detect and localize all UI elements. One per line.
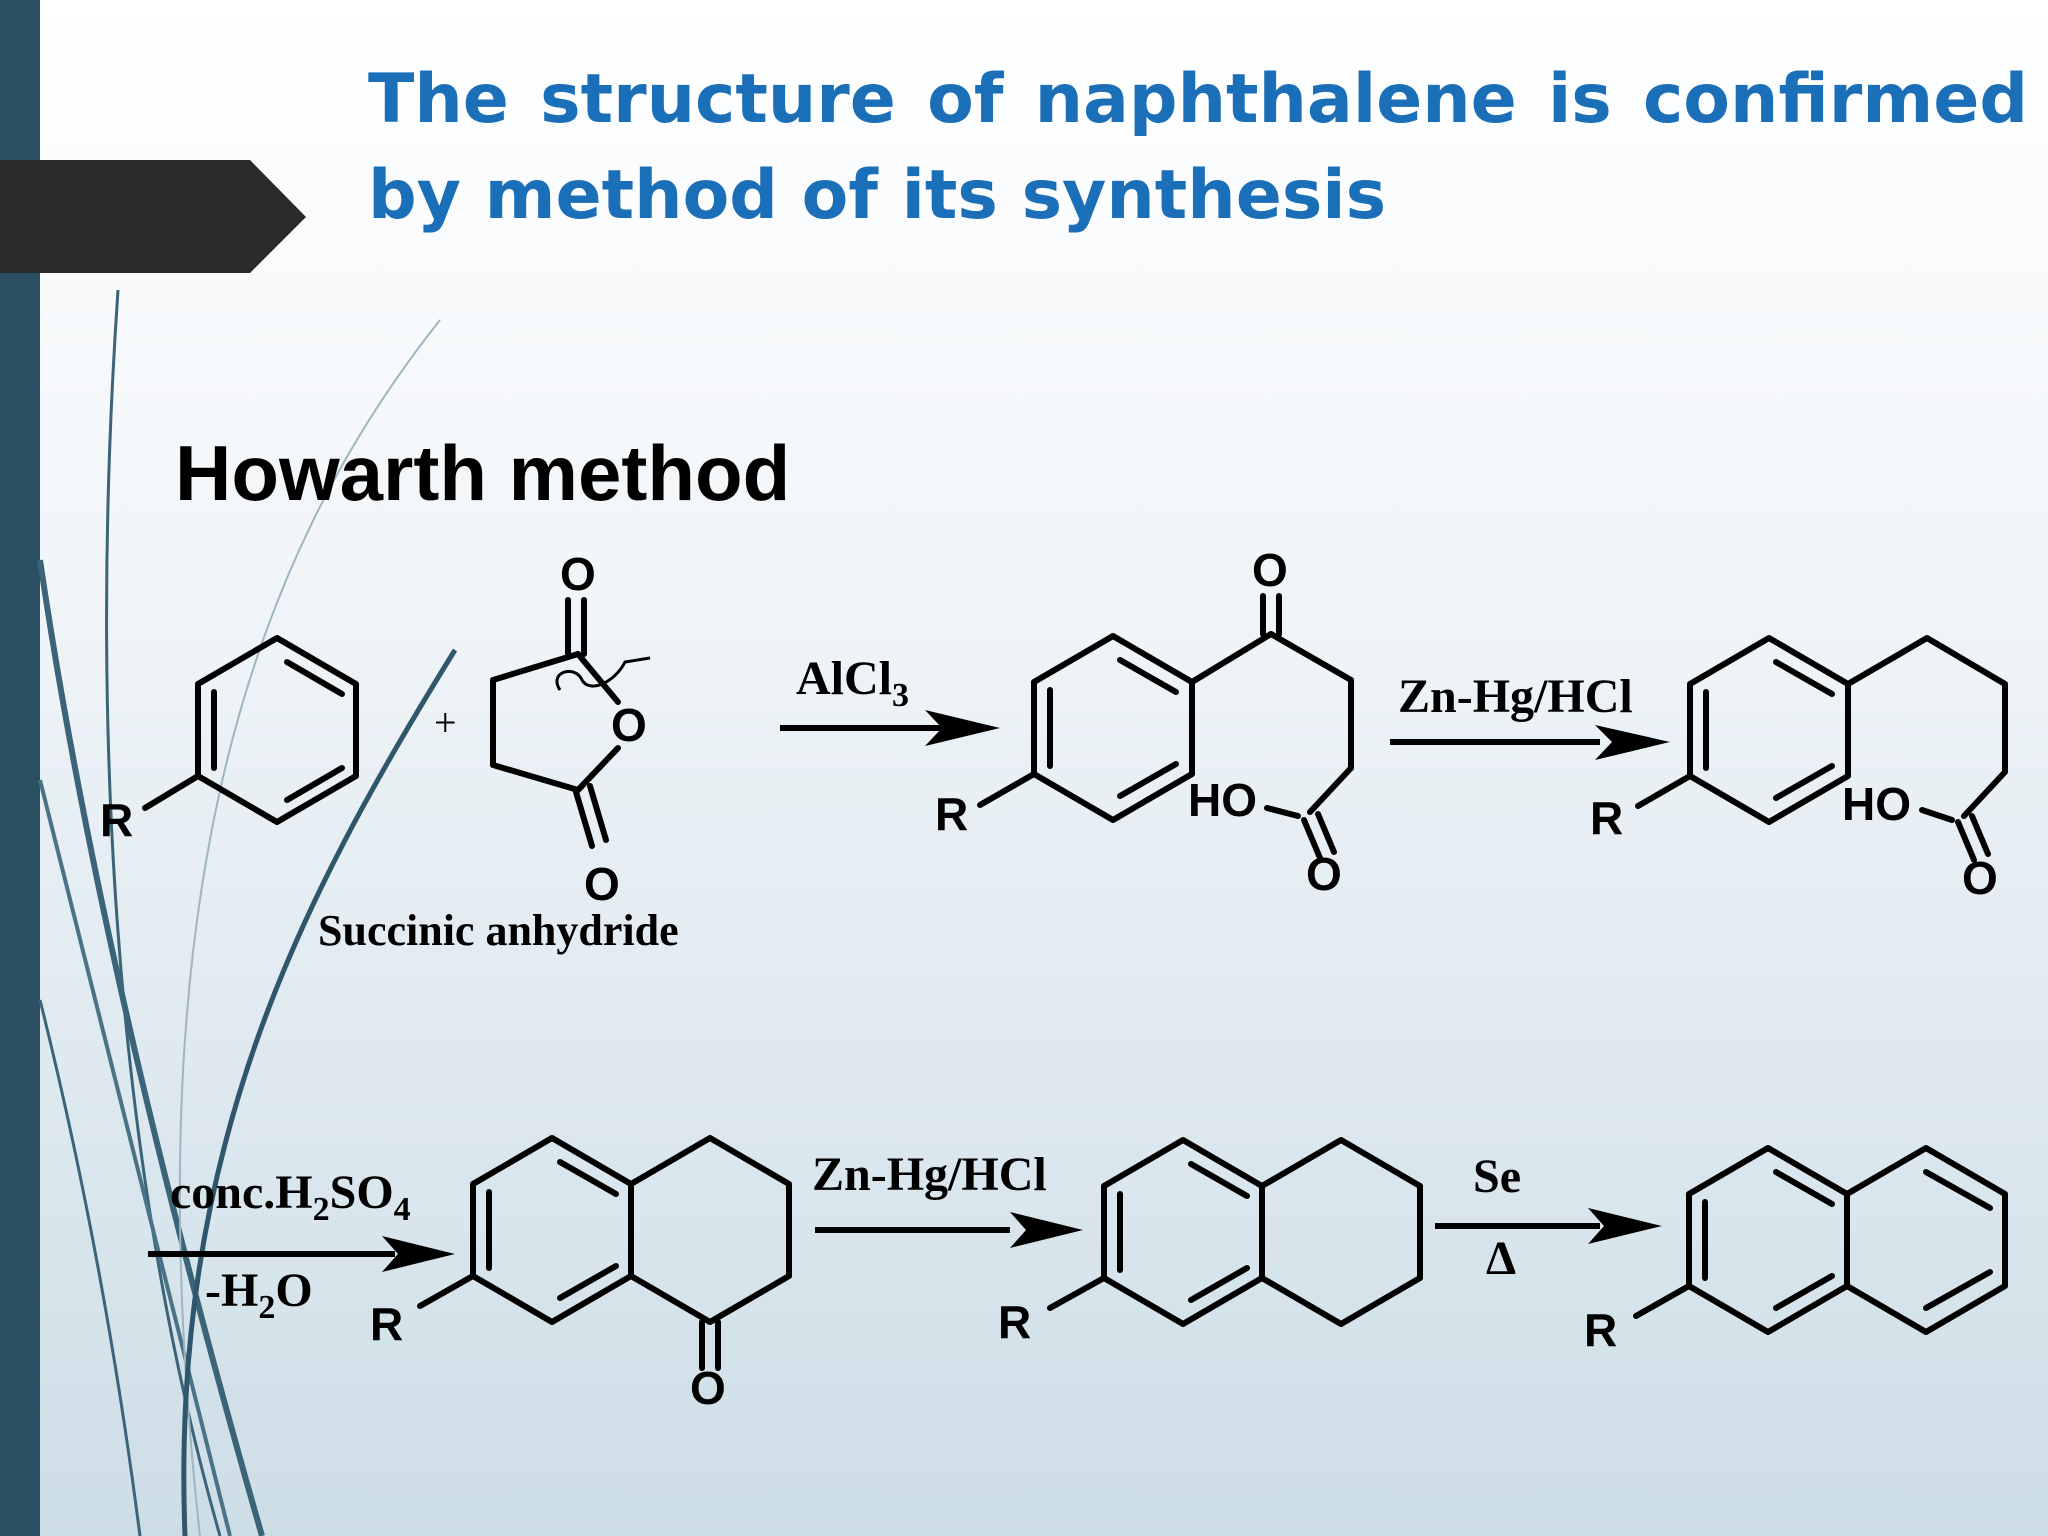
succinic-anhydride-label: Succinic anhydride: [318, 906, 679, 955]
hydroxyl-label: HO: [1188, 774, 1257, 826]
ketone-oxygen: O: [1252, 544, 1288, 596]
section-heading: Howarth method: [175, 429, 791, 517]
heat-symbol: Δ: [1486, 1232, 1516, 1285]
ketone-oxygen: O: [690, 1362, 726, 1414]
reagent-zn-hg-hcl: Zn-Hg/HCl: [1398, 670, 1633, 723]
slide-title: The structure of naphthalene is confirme…: [368, 60, 2028, 235]
substituent-label: R: [1590, 792, 1623, 844]
acid-carbonyl-oxygen: O: [1962, 852, 1998, 904]
substituent-label: R: [1584, 1304, 1617, 1356]
tetralin-product: R: [998, 1137, 1423, 1348]
reaction-arrow-5: Se Δ: [1435, 1150, 1662, 1285]
reaction-arrow-2: Zn-Hg/HCl: [1390, 670, 1670, 760]
reagent-zn-hg-hcl-2: Zn-Hg/HCl: [812, 1148, 1047, 1201]
benzene-reactant: R: [100, 635, 359, 846]
anhydride-oxygen-top: O: [560, 548, 596, 600]
byproduct-water: -H2O: [205, 1264, 313, 1326]
keto-acid-product: R O HO O: [935, 544, 1354, 900]
substituent-label: R: [935, 788, 968, 840]
reaction-arrow-3: conc.H2SO4 -H2O: [148, 1166, 455, 1326]
substituent-label: R: [998, 1296, 1031, 1348]
decorative-curves: [37, 289, 458, 1536]
hydroxyl-label: HO: [1842, 778, 1911, 830]
aryl-butanoic-acid: R HO O: [1590, 635, 2008, 904]
acid-carbonyl-oxygen: O: [1306, 848, 1342, 900]
tetralone-product: O R: [370, 1135, 792, 1414]
reaction-arrow-1: AlCl3: [780, 652, 1000, 746]
anhydride-ring-oxygen: O: [611, 699, 647, 751]
reagent-selenium: Se: [1473, 1150, 1521, 1203]
plus-sign: +: [434, 700, 457, 745]
reagent-conc-h2so4: conc.H2SO4: [170, 1166, 411, 1228]
anhydride-oxygen-bottom: O: [584, 858, 620, 910]
title-tab-marker: [0, 160, 306, 273]
reaction-arrow-4: Zn-Hg/HCl: [812, 1148, 1083, 1248]
reagent-alcl3: AlCl3: [796, 652, 909, 714]
substituent-label: R: [100, 794, 133, 846]
naphthalene-product: R: [1584, 1145, 2008, 1356]
succinic-anhydride: O O O: [490, 548, 651, 910]
substituent-label: R: [370, 1298, 403, 1350]
